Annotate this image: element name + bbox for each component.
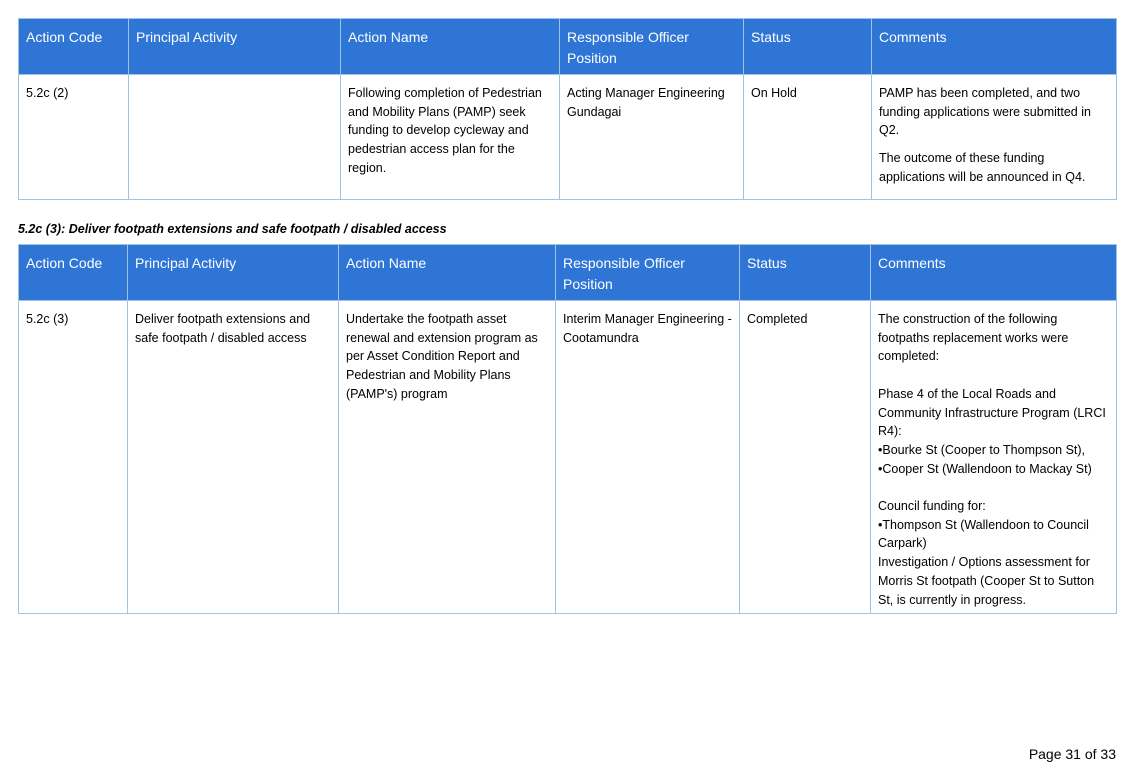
cell-principal-activity: Deliver footpath extensions and safe foo… (127, 300, 339, 614)
table-row: 5.2c (3) Deliver footpath extensions and… (18, 300, 1117, 614)
action-table-5-2c-2: Action Code Principal Activity Action Na… (18, 18, 1117, 200)
table-header-row: Action Code Principal Activity Action Na… (18, 244, 1117, 301)
comment-paragraph: PAMP has been completed, and two funding… (879, 86, 1091, 138)
comment-paragraph: The outcome of these funding application… (879, 151, 1086, 184)
section-heading: 5.2c (3): Deliver footpath extensions an… (18, 222, 447, 236)
header-comments: Comments (871, 18, 1117, 75)
page-number: Page 31 of 33 (1028, 746, 1116, 762)
header-comments: Comments (870, 244, 1117, 301)
header-status: Status (743, 18, 872, 75)
header-status: Status (739, 244, 871, 301)
comment-line: Phase 4 of the Local Roads and Community… (878, 386, 1106, 439)
comment-line: Council funding for: (878, 499, 986, 513)
cell-status: On Hold (743, 74, 872, 200)
table-row: 5.2c (2) Following completion of Pedestr… (18, 74, 1117, 200)
table-header-row: Action Code Principal Activity Action Na… (18, 18, 1117, 75)
cell-action-code: 5.2c (3) (18, 300, 128, 614)
header-action-name: Action Name (340, 18, 560, 75)
cell-comments: PAMP has been completed, and two funding… (871, 74, 1117, 200)
comment-line: The construction of the following footpa… (878, 312, 1069, 364)
cell-action-name: Undertake the footpath asset renewal and… (338, 300, 556, 614)
header-responsible-officer: Responsible Officer Position (555, 244, 740, 301)
header-action-code: Action Code (18, 244, 128, 301)
header-action-name: Action Name (338, 244, 556, 301)
action-table-5-2c-3: Action Code Principal Activity Action Na… (18, 244, 1117, 614)
comment-line: •Bourke St (Cooper to Thompson St), (878, 442, 1086, 457)
header-principal-activity: Principal Activity (128, 18, 341, 75)
cell-principal-activity (128, 74, 341, 200)
cell-responsible-officer: Acting Manager Engineering Gundagai (559, 74, 744, 200)
header-responsible-officer: Responsible Officer Position (559, 18, 744, 75)
comment-line: Investigation / Options assessment for M… (878, 555, 1095, 607)
cell-responsible-officer: Interim Manager Engineering - Cootamundr… (555, 300, 740, 614)
comment-line: •Cooper St (Wallendoon to Mackay St) (878, 461, 1092, 476)
comment-line: •Thompson St (Wallendoon to Council Carp… (878, 517, 1089, 551)
cell-action-name: Following completion of Pedestrian and M… (340, 74, 560, 200)
header-principal-activity: Principal Activity (127, 244, 339, 301)
cell-action-code: 5.2c (2) (18, 74, 129, 200)
cell-comments: The construction of the following footpa… (870, 300, 1117, 614)
comment-line (878, 366, 1109, 385)
comment-line (878, 478, 1109, 497)
header-action-code: Action Code (18, 18, 129, 75)
cell-status: Completed (739, 300, 871, 614)
